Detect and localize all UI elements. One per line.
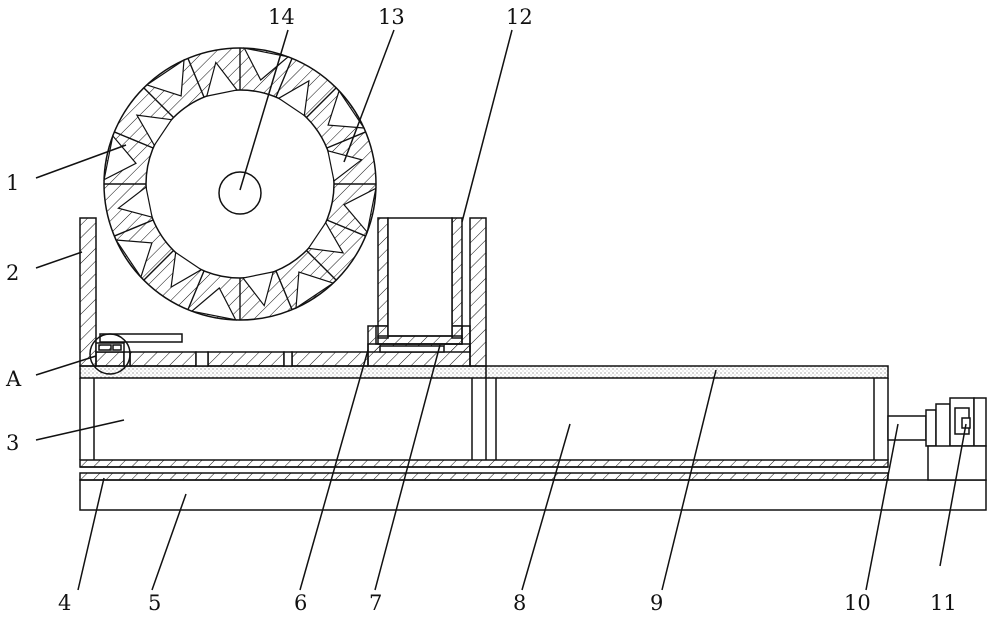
label-12: 12 — [506, 5, 533, 29]
segment-insert — [117, 185, 153, 219]
segment-divider — [187, 270, 205, 310]
housing-left-wall — [79, 217, 97, 367]
segment-divider — [187, 58, 205, 98]
label-11: 11 — [930, 591, 957, 615]
segment-insert — [205, 61, 239, 97]
segment-insert — [343, 187, 377, 234]
segment-insert — [170, 251, 203, 289]
segment-insert — [135, 114, 173, 147]
detail-a — [89, 333, 131, 375]
label-4: 4 — [58, 591, 71, 615]
segment-divider — [143, 249, 175, 281]
segment-insert — [114, 239, 153, 279]
segment-divider — [326, 219, 366, 237]
scraper-blade — [99, 333, 183, 343]
wheel-segments — [103, 47, 377, 321]
housing-right-wall — [469, 217, 487, 367]
segment-divider — [305, 87, 337, 119]
base-plate — [79, 479, 987, 511]
leader-lines — [35, 29, 967, 591]
screw-rod — [79, 459, 889, 481]
segment-divider — [305, 249, 337, 281]
label-8: 8 — [513, 591, 526, 615]
label-5: 5 — [148, 591, 161, 615]
label-7: 7 — [369, 591, 382, 615]
part-labels: 1 2 A 3 4 5 6 7 8 9 10 11 12 13 14 — [5, 5, 957, 615]
motor-assembly — [887, 397, 987, 481]
segment-insert — [190, 287, 237, 321]
segment-divider — [114, 131, 154, 149]
collection-box — [367, 217, 471, 367]
segment-insert — [327, 149, 363, 183]
label-14: 14 — [268, 5, 295, 29]
segment-insert — [145, 58, 185, 97]
label-10: 10 — [844, 591, 871, 615]
label-1: 1 — [6, 171, 19, 195]
segment-divider — [114, 219, 154, 237]
segment-insert — [327, 89, 366, 129]
segment-insert — [277, 79, 310, 117]
label-13: 13 — [378, 5, 405, 29]
segment-insert — [307, 221, 345, 254]
segment-divider — [326, 131, 366, 149]
slotted-plate — [95, 351, 369, 367]
label-6: 6 — [294, 591, 307, 615]
axle — [218, 171, 262, 215]
segment-insert — [103, 134, 137, 181]
segment-divider — [143, 87, 175, 119]
label-9: 9 — [650, 591, 663, 615]
label-2: 2 — [6, 261, 19, 285]
segment-divider — [275, 58, 293, 98]
segment-insert — [295, 271, 335, 310]
segment-divider — [275, 270, 293, 310]
label-3: 3 — [6, 431, 19, 455]
segment-insert — [243, 47, 290, 81]
top-plate — [79, 365, 889, 379]
label-a: A — [5, 367, 22, 391]
segment-insert — [241, 271, 275, 307]
lower-frame — [79, 378, 889, 460]
